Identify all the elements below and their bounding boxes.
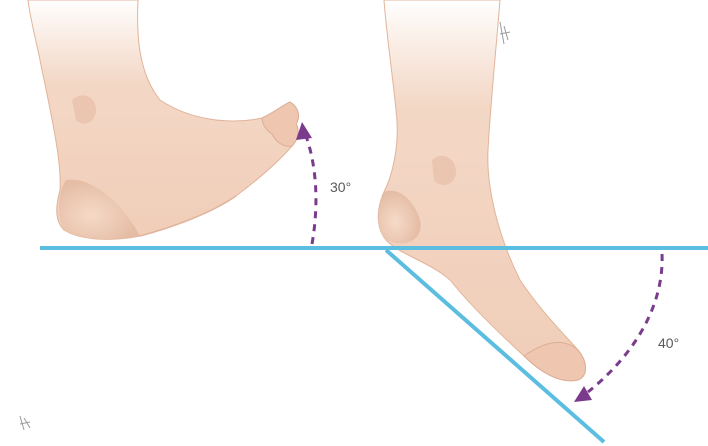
- right-foot-plantarflexion: [378, 0, 585, 381]
- plantarflexion-angle-label: 40°: [658, 335, 679, 351]
- artist-mark-top: [500, 22, 510, 44]
- right-foot-skin: [378, 0, 585, 381]
- plantarflexion-arrowhead: [574, 386, 592, 402]
- plantarflexion-arc: [588, 254, 662, 392]
- plantarflexion-angle-indicator: 40°: [574, 254, 679, 402]
- dorsiflexion-angle-label: 30°: [330, 179, 351, 195]
- dorsiflexion-arc: [306, 136, 316, 244]
- dorsiflexion-angle-indicator: 30°: [296, 122, 351, 244]
- artist-mark-bottom: [20, 416, 30, 430]
- left-foot-dorsiflexion: [28, 0, 298, 239]
